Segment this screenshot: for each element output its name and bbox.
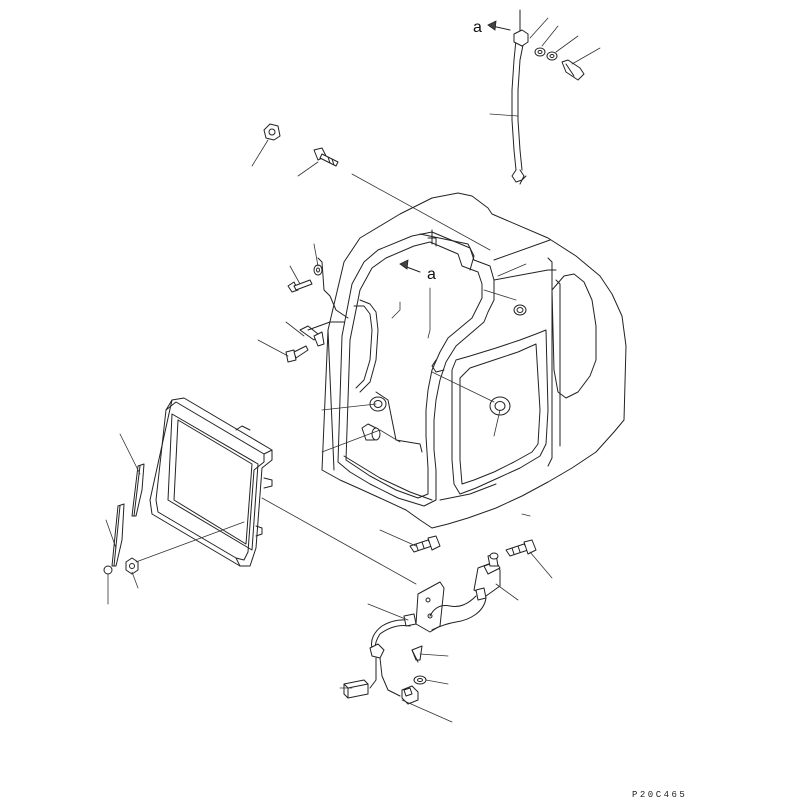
- wiper-assembly: [103, 463, 145, 575]
- view-label-a-top: a: [473, 19, 482, 36]
- leader-lines: [105, 17, 601, 723]
- view-arrow-a-cab: [399, 259, 421, 273]
- view-label-a-cab: a: [427, 266, 436, 283]
- cab-frame: [321, 192, 627, 529]
- window-frame: [149, 397, 273, 567]
- cab-grommets: [369, 304, 527, 441]
- drawing-code: P20C465: [632, 790, 687, 800]
- fasteners-left: [263, 123, 349, 363]
- wiper-motor-group: [343, 535, 537, 705]
- antenna-harness: [487, 9, 585, 185]
